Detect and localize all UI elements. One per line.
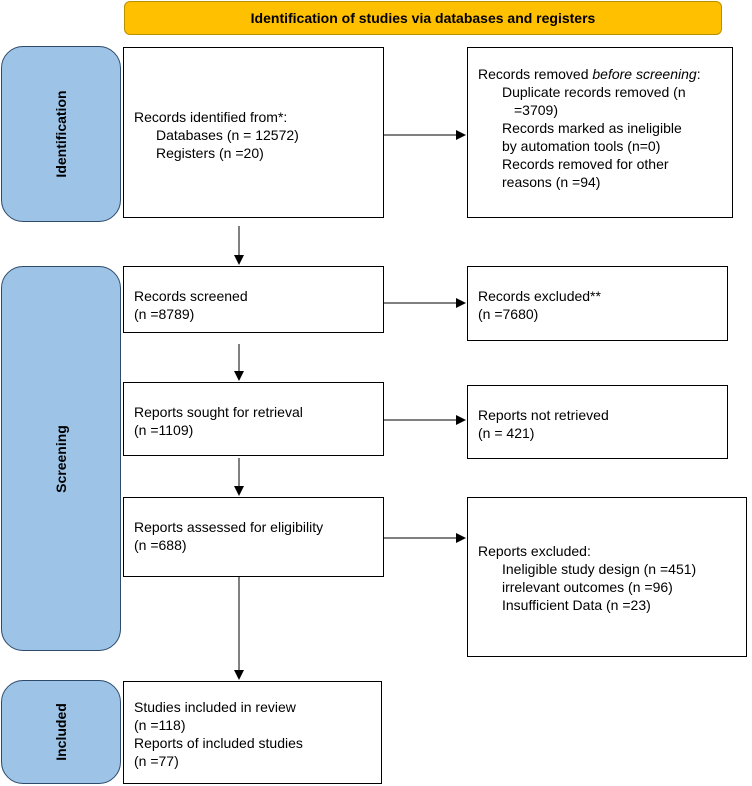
reports-excluded-title: Reports excluded: [478, 543, 591, 559]
reports-assessed-title: Reports assessed for eligibility [134, 519, 324, 535]
reports-not-retrieved-count: (n = 421) [478, 425, 535, 441]
records-removed-title: Records removed before screening: [478, 65, 722, 83]
records-removed-duplicates-count: =3709) [514, 102, 558, 118]
diagram-title: Identification of studies via databases … [124, 1, 722, 35]
phase-identification: Identification [1, 46, 121, 222]
reports-not-retrieved-box: Reports not retrieved (n = 421) [467, 385, 728, 459]
studies-included-box: Studies included in review (n =118) Repo… [123, 681, 382, 784]
records-identified-databases: Databases (n = 12572) [156, 127, 299, 143]
records-removed-box: Records removed before screening: Duplic… [467, 47, 733, 218]
reports-included-title: Reports of included studies [134, 735, 303, 751]
records-identified-registers: Registers (n =20) [156, 145, 264, 161]
records-removed-ineligible-count: by automation tools (n=0) [502, 138, 661, 154]
records-identified-title: Records identified from*: [134, 109, 288, 125]
records-removed-duplicates: Duplicate records removed (n [502, 84, 686, 100]
reports-not-retrieved-title: Reports not retrieved [478, 407, 609, 423]
reports-assessed-count: (n =688) [134, 537, 187, 553]
studies-included-title: Studies included in review [134, 699, 296, 715]
records-screened-box: Records screened (n =8789) [123, 266, 384, 333]
reports-sought-title: Reports sought for retrieval [134, 404, 303, 420]
records-excluded-count: (n =7680) [478, 306, 539, 322]
records-removed-title-italic: before screening [592, 66, 697, 82]
reports-sought-box: Reports sought for retrieval (n =1109) [123, 382, 384, 456]
records-removed-title-suffix: : [696, 66, 701, 82]
records-removed-other: Records removed for other [502, 156, 669, 172]
reports-sought-count: (n =1109) [134, 422, 194, 438]
reports-assessed-box: Reports assessed for eligibility (n =688… [123, 497, 384, 577]
phase-screening: Screening [1, 266, 121, 651]
reports-excluded-reason-design: Ineligible study design (n =451) [502, 561, 697, 577]
reports-excluded-reason-data: Insufficient Data (n =23) [502, 597, 651, 613]
records-removed-ineligible: Records marked as ineligible [502, 120, 682, 136]
reports-excluded-reason-outcomes: irrelevant outcomes (n =96) [502, 579, 673, 595]
records-screened-count: (n =8789) [134, 306, 195, 322]
records-removed-title-prefix: Records removed [478, 66, 593, 82]
reports-excluded-box: Reports excluded: Ineligible study desig… [467, 497, 747, 657]
records-removed-other-count: reasons (n =94) [502, 174, 601, 190]
records-screened-title: Records screened [134, 288, 248, 304]
studies-included-count: (n =118) [134, 717, 186, 733]
records-identified-box: Records identified from*: Databases (n =… [123, 47, 384, 218]
reports-included-count: (n =77) [134, 753, 179, 769]
phase-included: Included [1, 680, 121, 784]
records-excluded-title: Records excluded** [478, 288, 601, 304]
records-excluded-box: Records excluded** (n =7680) [467, 266, 728, 341]
